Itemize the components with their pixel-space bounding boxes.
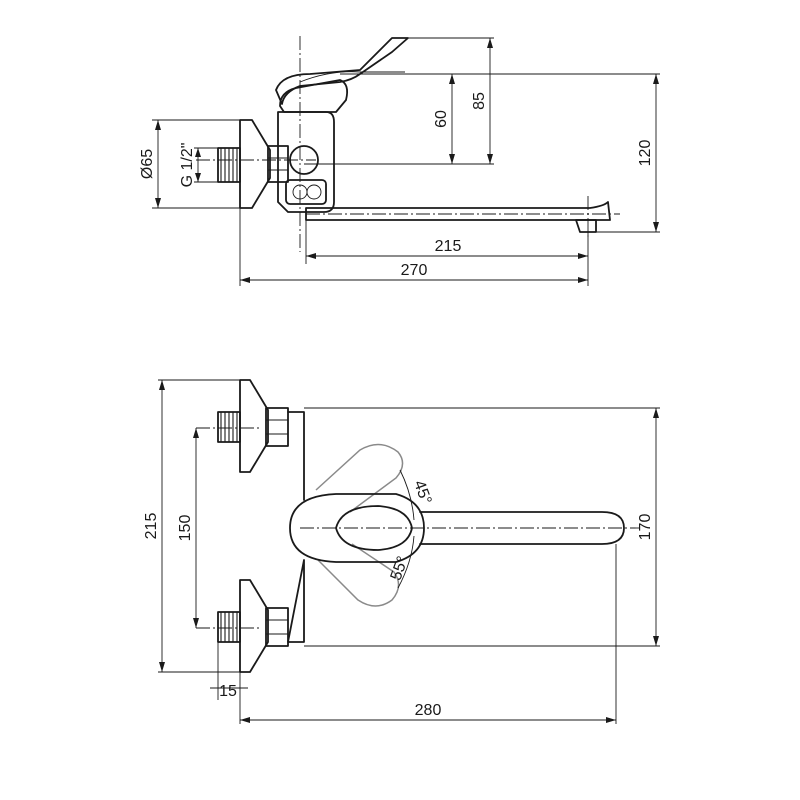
top-view: 45° 55° 215 150 170 15 280 [143, 379, 660, 724]
dim-offset-15: 15 [219, 683, 237, 700]
dim-length-280: 280 [415, 702, 442, 719]
dim-height-85: 85 [471, 92, 488, 110]
dim-thread: G 1/2" [179, 143, 196, 188]
dim-spacing-150: 150 [177, 515, 194, 542]
upper-flange [239, 379, 269, 473]
aerator [575, 219, 597, 233]
dim-width-215: 215 [143, 513, 160, 540]
lever-handle [275, 37, 409, 105]
dim-height-60: 60 [433, 110, 450, 128]
spout [305, 201, 611, 221]
upper-threaded-connector [217, 411, 241, 443]
dim-length-270: 270 [401, 262, 428, 279]
upper-hex-nut [265, 407, 289, 447]
cartridge-cap [279, 79, 349, 113]
lever-position-55 [317, 543, 400, 607]
angle-arc-55 [397, 535, 415, 589]
dim-diameter-65: Ø65 [139, 149, 156, 179]
lever-position-45 [315, 443, 404, 513]
mixer-body-bar [287, 411, 305, 643]
dim-height-120: 120 [637, 140, 654, 167]
lower-threaded-connector [217, 611, 241, 643]
dim-angle-55: 55° [388, 554, 412, 583]
side-view: 60 85 120 Ø65 G 1/2" 215 270 [139, 36, 660, 286]
dim-height-170: 170 [637, 514, 654, 541]
wall-flange [239, 119, 271, 209]
spout-nut [285, 179, 327, 205]
lower-flange [239, 579, 269, 673]
angle-arc-45 [399, 469, 415, 521]
spout [419, 511, 625, 545]
lower-hex-nut [265, 607, 289, 647]
dim-length-215: 215 [435, 238, 462, 255]
threaded-connector [217, 147, 241, 183]
